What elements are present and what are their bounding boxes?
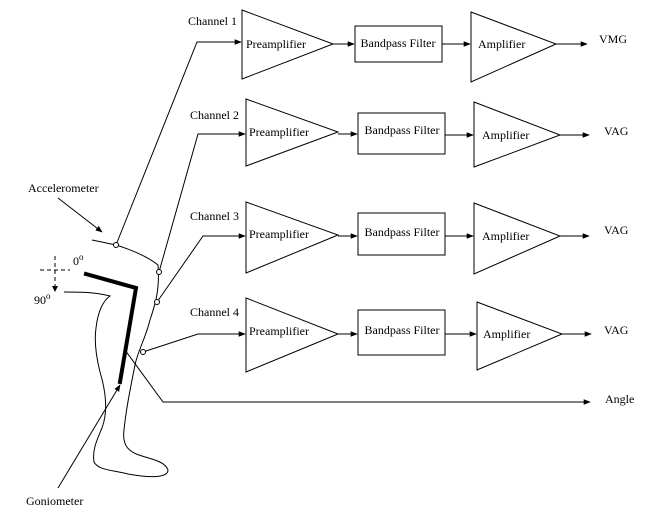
channel-4: Channel 4 Preamplifier Bandpass Filter A… (190, 297, 629, 373)
preamplifier-block (245, 297, 340, 373)
amplifier-block (473, 202, 562, 275)
bandpass-filter-block (354, 25, 443, 63)
preamplifier-label: Preamplifier (249, 125, 309, 139)
down-arrow-icon (52, 286, 58, 292)
channel-3-wire (156, 233, 246, 303)
angle-reference: 0o 90o (34, 252, 84, 307)
preamplifier-block (241, 9, 335, 80)
output-label: VAG (604, 323, 629, 337)
amplifier-label: Amplifier (482, 128, 529, 142)
accelerometer-label: Accelerometer (28, 181, 99, 195)
preamplifier-label: Preamplifier (249, 227, 309, 241)
amplifier-block (473, 101, 562, 168)
ninety-degree-label: 90o (34, 291, 51, 307)
bandpass-filter-label: Bandpass Filter (361, 36, 436, 50)
amplifier-label: Amplifier (482, 229, 529, 243)
bandpass-filter-block (357, 212, 446, 256)
amplifier-block (476, 301, 564, 371)
leg-illustration (63, 239, 169, 478)
leg-outline (63, 239, 169, 478)
output-label: VAG (604, 223, 629, 237)
output-label: VAG (604, 124, 629, 138)
bandpass-filter-block (357, 112, 446, 155)
amplifier-label: Amplifier (483, 327, 530, 341)
goniometer-pointer (57, 384, 121, 489)
accelerometer-pointer (57, 197, 103, 233)
goniometer-arms (83, 271, 139, 385)
preamplifier-label: Preamplifier (249, 324, 309, 338)
preamplifier-label: Preamplifier (246, 37, 306, 51)
bandpass-filter-label: Bandpass Filter (365, 123, 440, 137)
channel-3: Channel 3 Preamplifier Bandpass Filter A… (190, 201, 629, 275)
channel-1-wire (115, 39, 242, 246)
channel-label: Channel 1 (188, 14, 237, 28)
preamplifier-block (245, 98, 340, 167)
preamplifier-block (245, 201, 340, 274)
bandpass-filter-label: Bandpass Filter (365, 225, 440, 239)
amplifier-block (470, 11, 558, 83)
goniometer-label: Goniometer (26, 494, 83, 508)
angle-output-label: Angle (605, 392, 634, 406)
sensor-dot (156, 269, 162, 275)
zero-degree-label: 0o (73, 252, 84, 268)
channel-4-wire (142, 331, 246, 353)
channel-label: Channel 4 (190, 305, 239, 319)
output-label: VMG (599, 32, 627, 46)
channel-1: Channel 1 Preamplifier Bandpass Filter A… (188, 9, 627, 83)
bandpass-filter-label: Bandpass Filter (365, 323, 440, 337)
angle-wire (124, 349, 591, 405)
channel-label: Channel 2 (190, 108, 239, 122)
channel-2-wire (158, 131, 246, 273)
channel-2: Channel 2 Preamplifier Bandpass Filter A… (190, 98, 629, 168)
sensor-dot (140, 349, 146, 355)
accelerometer-dot (113, 242, 119, 248)
amplifier-label: Amplifier (478, 37, 525, 51)
sensor-dot (154, 299, 160, 305)
channel-label: Channel 3 (190, 209, 239, 223)
bandpass-filter-block (357, 309, 446, 356)
